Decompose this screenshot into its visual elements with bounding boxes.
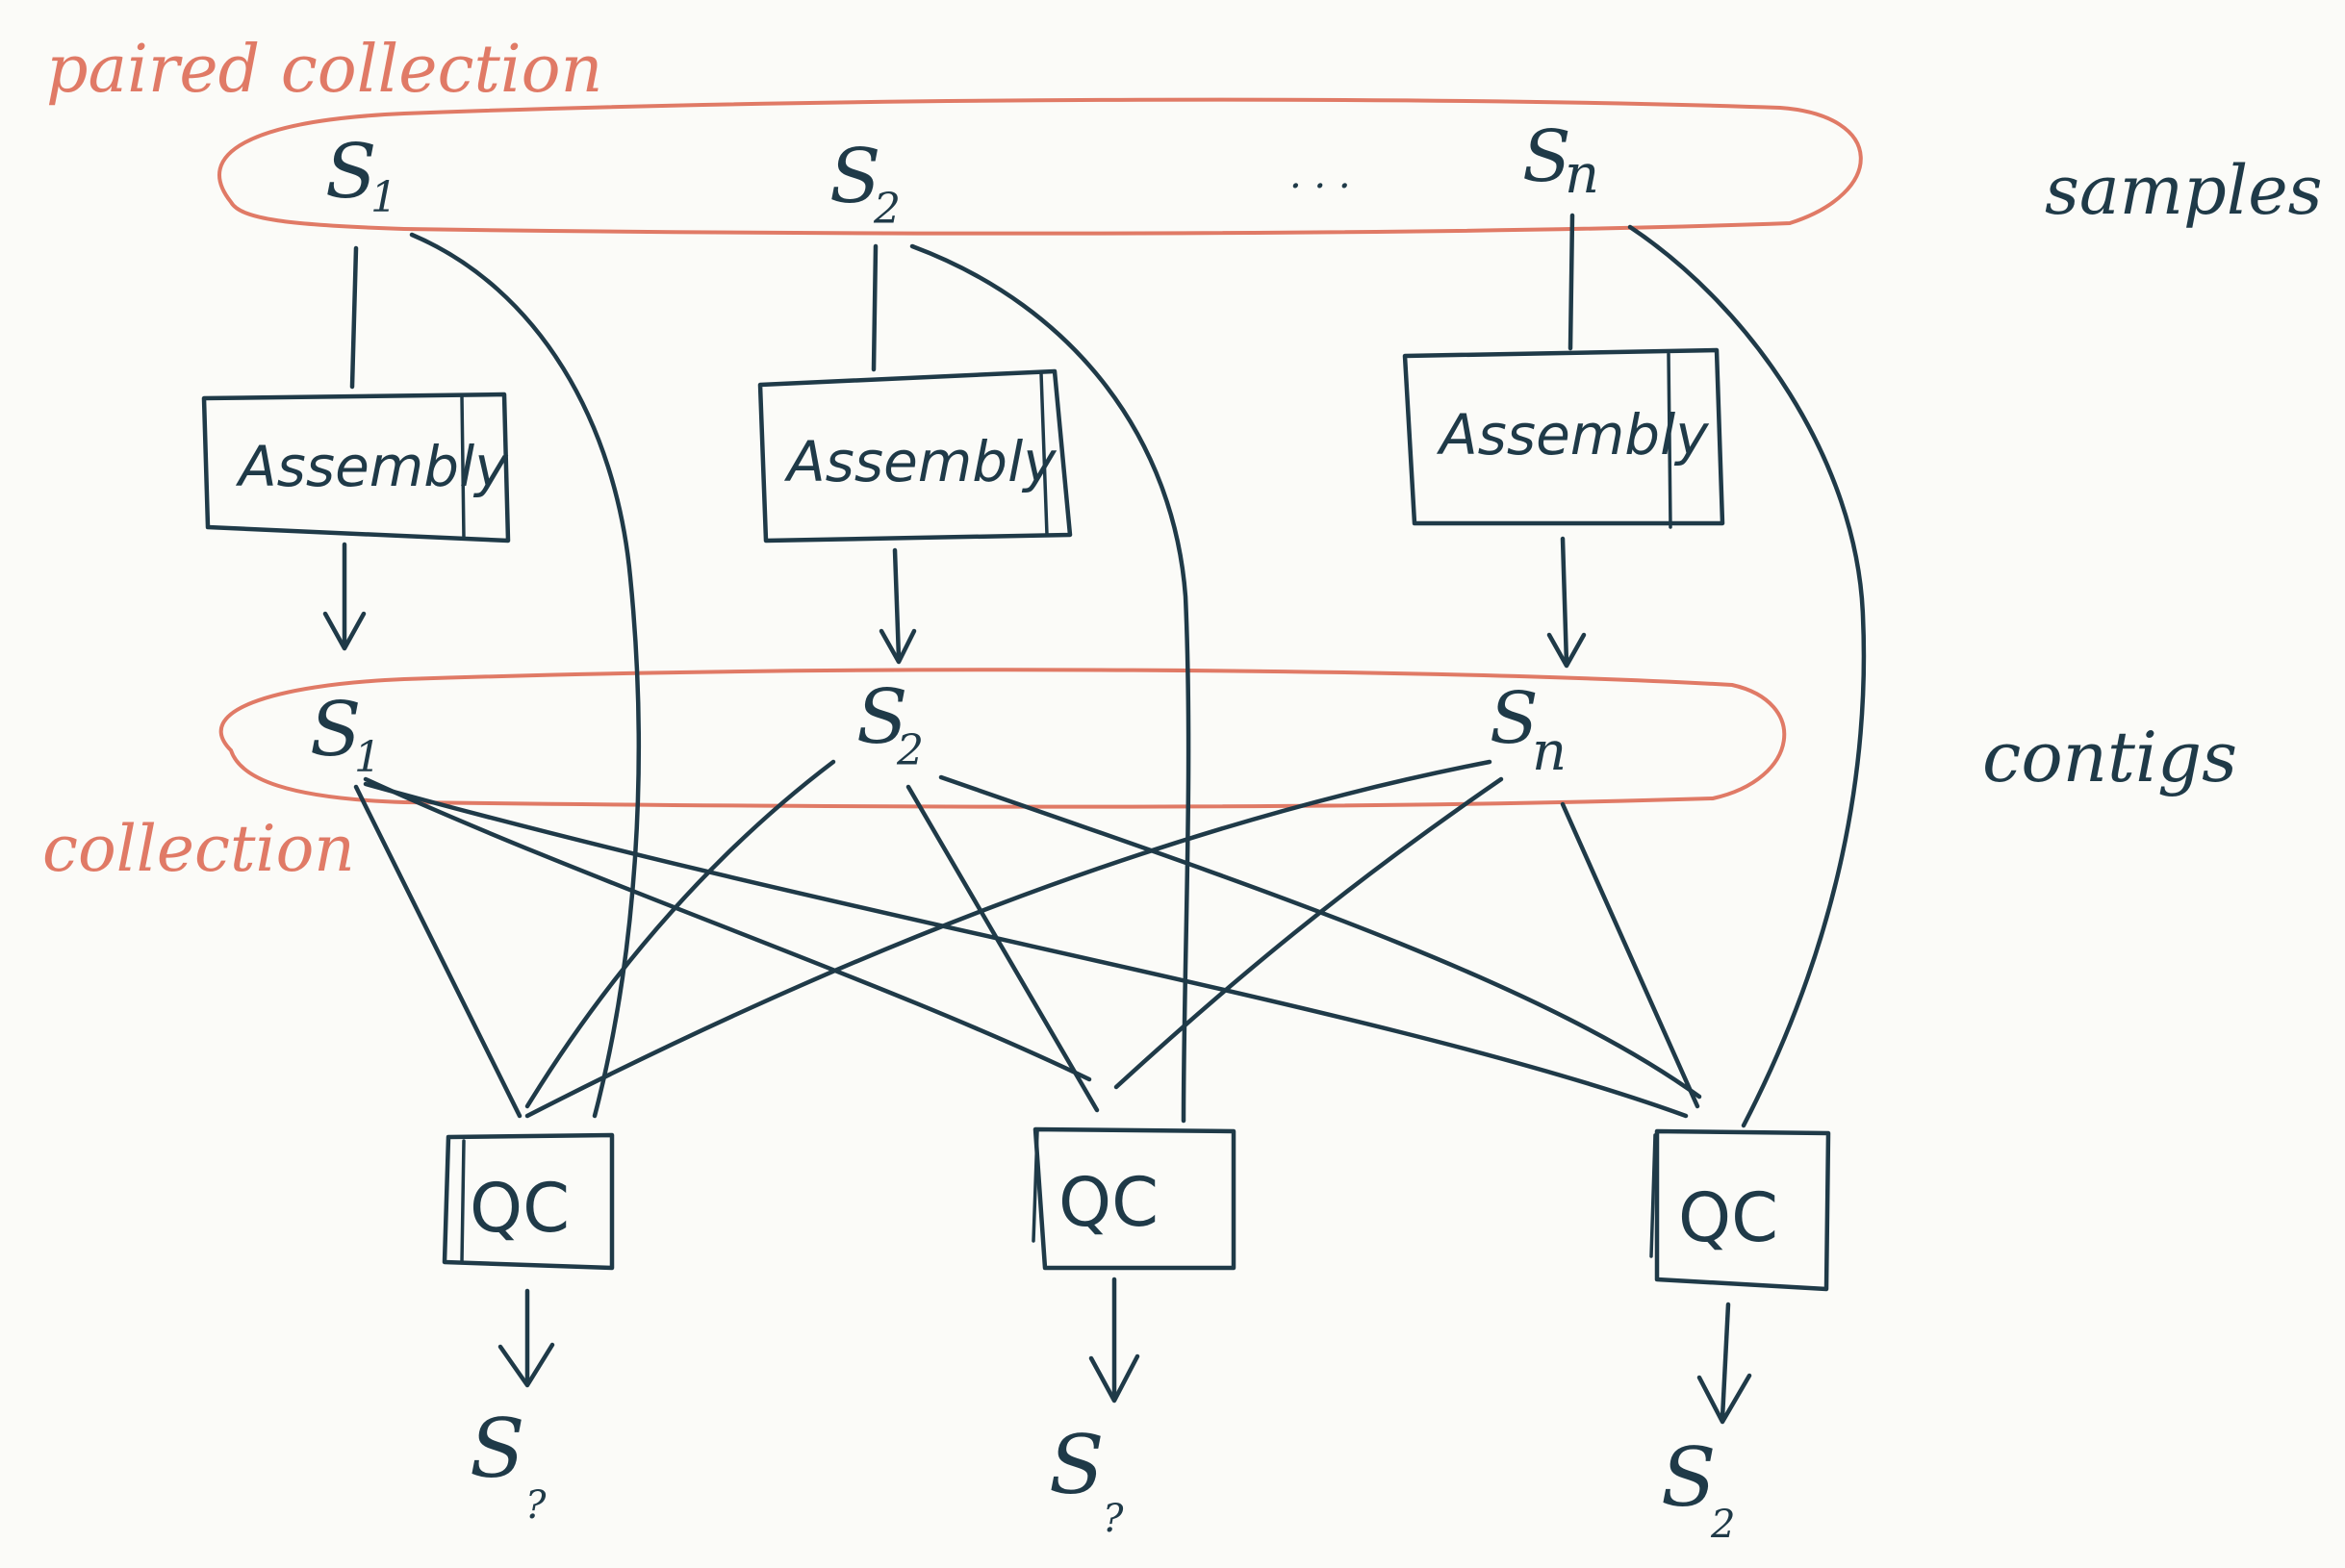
sample-s2: S 2 bbox=[829, 134, 901, 234]
arrow-assembly1-to-contig1 bbox=[322, 542, 367, 651]
edge-contig1-to-qc1 bbox=[353, 784, 523, 1119]
output-3: S 2 bbox=[1661, 1430, 1735, 1547]
edge-contig1-to-qc2 bbox=[363, 776, 1092, 1082]
svg-text:QC: QC bbox=[470, 1169, 570, 1248]
svg-text:S: S bbox=[1049, 1418, 1105, 1512]
contigs-label: contigs bbox=[1982, 717, 2237, 797]
qc-box-1: QC bbox=[442, 1132, 615, 1271]
sample-sn: S n bbox=[1522, 115, 1599, 206]
bypass-s2-to-qc2 bbox=[909, 243, 1191, 1124]
paired-collection-outline bbox=[217, 97, 1863, 236]
bypass-sn-to-qc3 bbox=[1627, 224, 1867, 1128]
svg-text:Assembly: Assembly bbox=[783, 429, 1057, 494]
svg-text:1: 1 bbox=[370, 173, 397, 222]
arrow-qc1-to-output bbox=[497, 1288, 555, 1388]
arrow-qc3-to-output bbox=[1696, 1302, 1752, 1425]
svg-text:S: S bbox=[829, 134, 880, 220]
svg-text:S: S bbox=[325, 129, 376, 215]
svg-text:S: S bbox=[310, 687, 361, 773]
edge-s2-to-assembly bbox=[871, 243, 879, 372]
arrow-assembly2-to-contig2 bbox=[879, 547, 917, 665]
arrow-qc2-to-output bbox=[1088, 1277, 1140, 1404]
assembly-box-3: Assembly bbox=[1402, 347, 1725, 529]
svg-text:Assembly: Assembly bbox=[235, 434, 508, 499]
sample-s1: S 1 bbox=[325, 129, 397, 222]
edge-contig2-to-qc2 bbox=[905, 784, 1100, 1113]
contig-s2: S 2 bbox=[856, 674, 924, 775]
samples-label: samples bbox=[2045, 151, 2323, 230]
svg-text:S: S bbox=[1661, 1430, 1717, 1525]
edge-contign-to-qc1 bbox=[524, 759, 1492, 1119]
edge-contig1-to-qc3 bbox=[363, 781, 1689, 1119]
assembly-box-1: Assembly bbox=[201, 392, 511, 544]
collection-label: collection bbox=[42, 812, 355, 886]
output-1: S ? bbox=[470, 1402, 547, 1528]
ellipsis-label: . . . bbox=[1289, 153, 1351, 197]
svg-text:S: S bbox=[470, 1402, 525, 1496]
svg-text:QC: QC bbox=[1678, 1178, 1778, 1257]
svg-text:1: 1 bbox=[354, 733, 381, 782]
svg-text:?: ? bbox=[1103, 1497, 1124, 1541]
edge-contign-to-qc2 bbox=[1113, 776, 1504, 1090]
svg-text:n: n bbox=[1565, 143, 1599, 206]
svg-text:S: S bbox=[856, 674, 907, 761]
svg-text:Assembly: Assembly bbox=[1436, 402, 1709, 468]
edge-s1-to-assembly bbox=[349, 245, 359, 390]
svg-text:?: ? bbox=[525, 1483, 547, 1528]
edge-sn-to-assembly bbox=[1568, 213, 1575, 351]
contig-s1: S 1 bbox=[310, 687, 381, 782]
arrow-assembly3-to-contign bbox=[1546, 536, 1587, 669]
contig-sn: S n bbox=[1490, 677, 1567, 783]
paired-collection-label: paired collection bbox=[46, 32, 602, 108]
qc-box-2: QC bbox=[1032, 1126, 1236, 1271]
edge-contign-to-qc3 bbox=[1560, 801, 1700, 1109]
qc-box-3: QC bbox=[1649, 1128, 1831, 1292]
svg-text:S: S bbox=[1522, 115, 1571, 198]
output-2: S ? bbox=[1049, 1418, 1124, 1541]
edge-contig2-to-qc1 bbox=[524, 759, 836, 1109]
svg-text:S: S bbox=[1490, 677, 1539, 760]
assembly-box-2: Assembly bbox=[757, 368, 1073, 544]
svg-text:QC: QC bbox=[1058, 1163, 1159, 1242]
edge-contig2-to-qc3 bbox=[938, 774, 1702, 1100]
svg-text:n: n bbox=[1532, 721, 1567, 783]
contigs-collection-outline bbox=[218, 668, 1787, 809]
svg-text:2: 2 bbox=[896, 726, 924, 775]
svg-text:2: 2 bbox=[1710, 1503, 1735, 1547]
svg-text:2: 2 bbox=[873, 185, 901, 234]
